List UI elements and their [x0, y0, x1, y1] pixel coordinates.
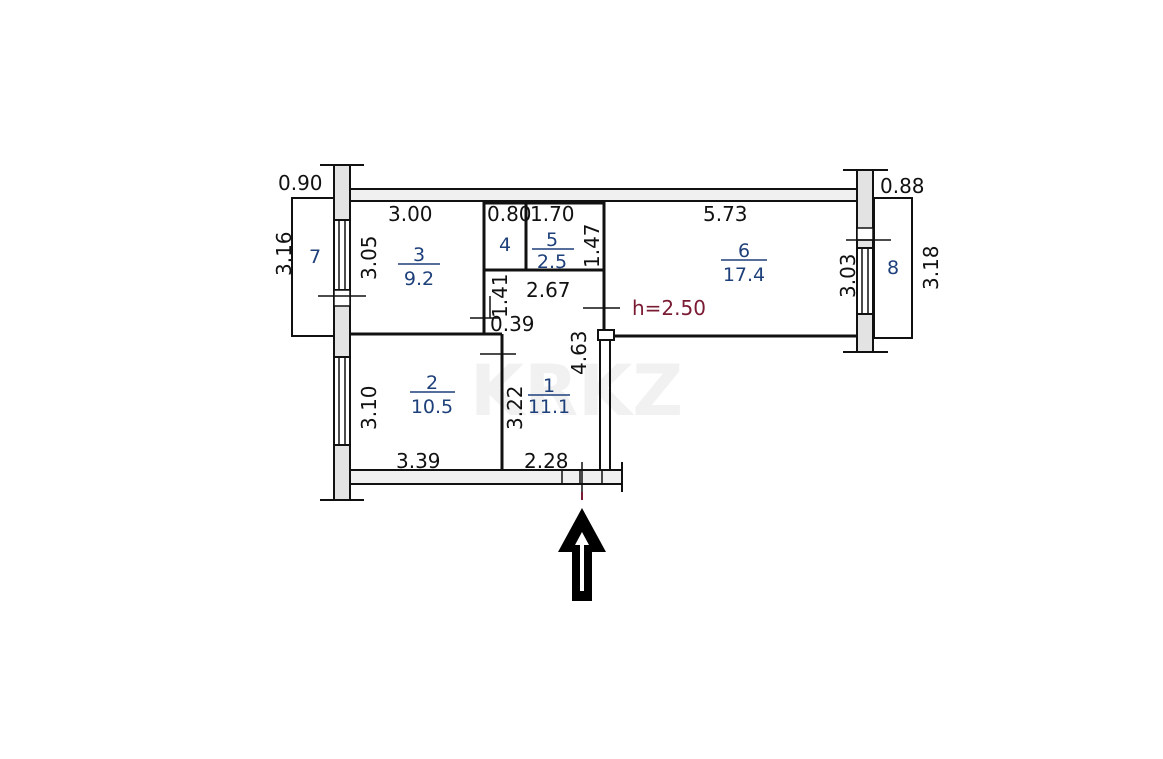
dim-room1-width: 2.28 — [524, 449, 569, 473]
svg-text:11.1: 11.1 — [528, 396, 570, 418]
window-room-3 — [333, 219, 351, 291]
svg-text:1: 1 — [543, 375, 555, 397]
room-label-6: 6 17.4 — [721, 240, 767, 286]
svg-text:9.2: 9.2 — [404, 268, 434, 290]
svg-text:7: 7 — [309, 246, 321, 268]
svg-text:17.4: 17.4 — [723, 264, 765, 286]
dim-room6-length: 3.03 — [836, 253, 860, 298]
dim-room3-length: 3.05 — [357, 235, 381, 280]
dim-hall-niche-length: 1.41 — [488, 273, 512, 318]
dim-room2-width: 3.39 — [396, 449, 441, 473]
room-label-4: 4 — [499, 234, 511, 256]
dim-balcony7-length: 3.16 — [272, 231, 296, 276]
svg-text:8: 8 — [887, 257, 899, 279]
room-label-3: 3 9.2 — [398, 244, 440, 290]
dim-room5-width: 1.70 — [530, 202, 575, 226]
svg-text:5: 5 — [546, 229, 558, 251]
right-exterior-wall — [843, 169, 888, 353]
svg-text:4: 4 — [499, 234, 511, 256]
svg-text:3: 3 — [413, 244, 425, 266]
dim-room1-length: 3.22 — [503, 385, 527, 430]
room-label-2: 2 10.5 — [410, 372, 455, 418]
watermark: KRKZ — [470, 350, 683, 432]
dim-balcony7-width: 0.90 — [278, 171, 323, 195]
left-exterior-wall — [320, 164, 364, 501]
svg-text:2.5: 2.5 — [537, 251, 567, 273]
dim-room6-width: 5.73 — [703, 202, 748, 226]
svg-text:10.5: 10.5 — [411, 396, 453, 418]
ceiling-height-label: h=2.50 — [632, 296, 706, 320]
svg-text:2: 2 — [426, 372, 438, 394]
window-room-6 — [856, 247, 874, 315]
room-label-1: 1 11.1 — [528, 375, 570, 418]
room-label-8: 8 — [887, 257, 899, 279]
dim-room5-length: 1.47 — [580, 223, 604, 268]
dim-room3-width: 3.00 — [388, 202, 433, 226]
dim-room2-length: 3.10 — [357, 385, 381, 430]
dim-balcony8-width: 0.88 — [880, 174, 925, 198]
dim-hall-niche-width: 0.39 — [490, 312, 535, 336]
svg-text:6: 6 — [738, 240, 750, 262]
bottom-wall — [349, 462, 623, 500]
room-label-7: 7 — [309, 246, 321, 268]
top-wall — [349, 188, 858, 202]
dim-room4-width: 0.80 — [487, 202, 532, 226]
interior-walls — [318, 201, 891, 470]
entrance-arrow-icon — [558, 508, 606, 601]
room-label-5: 5 2.5 — [532, 229, 574, 273]
dim-hall-width: 2.67 — [526, 278, 571, 302]
dim-balcony8-length: 3.18 — [919, 245, 943, 290]
window-room-2 — [333, 356, 351, 446]
dim-hall-length: 4.63 — [567, 330, 591, 375]
